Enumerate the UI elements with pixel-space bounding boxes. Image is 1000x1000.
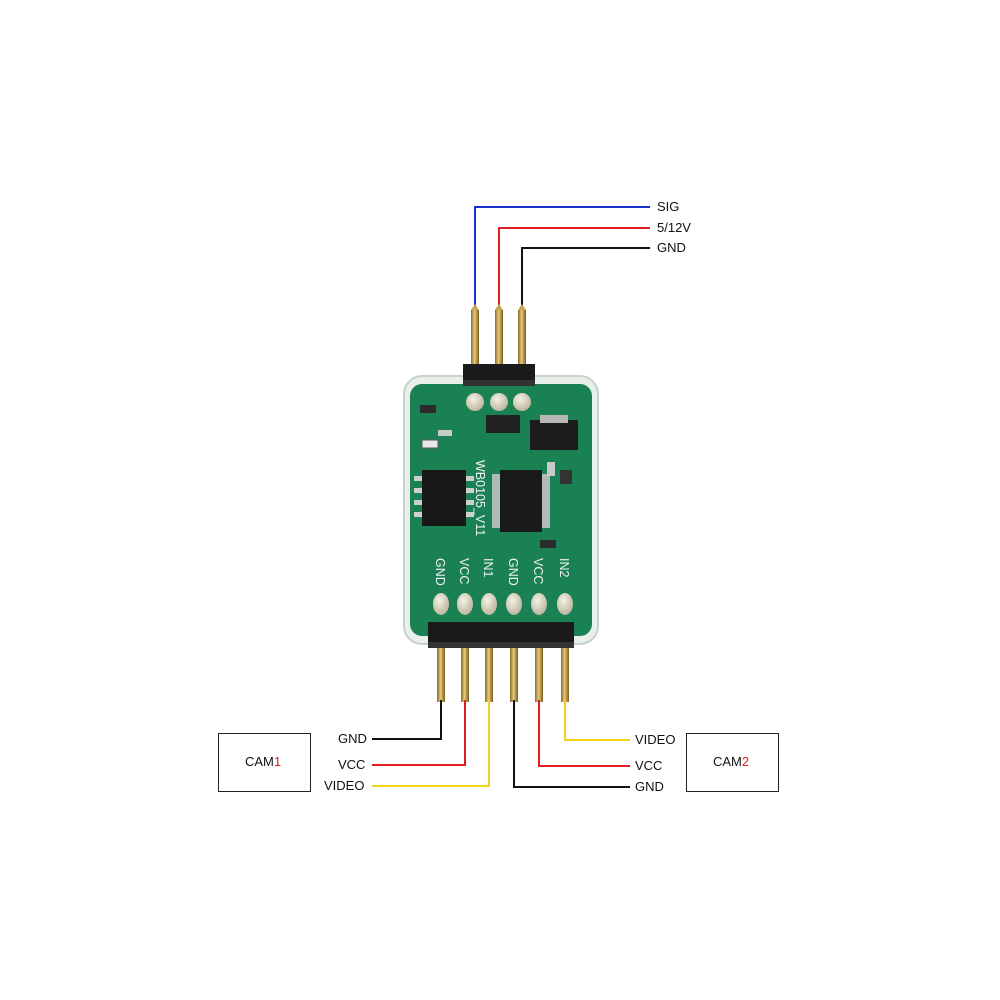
ground-wire <box>521 247 650 318</box>
cam1-gnd-label: GND <box>338 731 367 746</box>
cam1-wires <box>372 700 490 787</box>
right-chip <box>492 470 550 532</box>
smd-part <box>420 405 436 413</box>
left-chip <box>414 470 474 526</box>
cam1-gnd-wire <box>372 700 442 740</box>
board-marking: WB0105_V11 <box>473 460 487 536</box>
cam2-video-label: VIDEO <box>635 732 676 747</box>
bottom-pin-6 <box>561 648 569 702</box>
smd-diode <box>486 415 520 433</box>
cam1-box: CAM1 <box>218 733 311 792</box>
top-pad-2 <box>490 393 508 411</box>
pad-label-2: VCC <box>457 558 471 584</box>
cam1-title: CAM1 <box>245 754 281 770</box>
cam1-video-label: VIDEO <box>324 778 365 793</box>
bottom-pad-4 <box>506 593 522 615</box>
sig-wire <box>474 206 650 318</box>
cam1-title-prefix: CAM <box>245 754 274 769</box>
cam1-video-wire <box>372 700 490 787</box>
cam2-title-prefix: CAM <box>713 754 742 769</box>
bottom-pin-5 <box>535 648 543 702</box>
top-pad-3 <box>513 393 531 411</box>
bottom-pad-3 <box>481 593 497 615</box>
ground-label: GND <box>657 240 686 255</box>
pad-labels: GND VCC IN1 GND VCC IN2 <box>433 558 571 586</box>
pad-label-6: IN2 <box>557 558 571 578</box>
cam2-box: CAM2 <box>686 733 779 792</box>
cam2-wires <box>513 700 630 788</box>
bottom-pins <box>437 648 569 702</box>
sig-label: SIG <box>657 199 680 214</box>
pcb-module: WB0105_V11 GND VCC IN1 GND VCC IN2 <box>403 364 599 648</box>
smd-part-3 <box>540 540 556 548</box>
power-label: 5/12V <box>657 220 691 235</box>
cam2-gnd-wire <box>513 700 630 788</box>
voltage-regulator <box>530 420 578 450</box>
bottom-header-housing-edge <box>428 642 574 648</box>
top-pin-3 <box>518 310 526 372</box>
top-wires <box>474 206 650 318</box>
smd-resistor <box>547 462 555 476</box>
smd-cap-2 <box>438 430 452 436</box>
cam2-vcc-label: VCC <box>635 758 663 773</box>
pad-label-3: IN1 <box>481 558 495 578</box>
bottom-pad-1 <box>433 593 449 615</box>
bottom-pads <box>433 593 573 615</box>
pad-label-4: GND <box>506 558 520 586</box>
regulator-tab <box>540 415 568 423</box>
cam2-title-number: 2 <box>741 754 750 769</box>
cam2-title: CAM2 <box>713 754 749 770</box>
bottom-pad-2 <box>457 593 473 615</box>
power-wire <box>498 227 650 318</box>
top-header-housing-edge <box>463 380 535 386</box>
cam2-gnd-label: GND <box>635 779 664 794</box>
bottom-pin-3 <box>485 648 493 702</box>
top-pin-2 <box>495 310 503 372</box>
pad-label-1: GND <box>433 558 447 586</box>
top-header <box>471 304 526 372</box>
bottom-pin-4 <box>510 648 518 702</box>
cam1-vcc-label: VCC <box>338 757 366 772</box>
top-pin-tips <box>471 304 526 310</box>
pad-label-5: VCC <box>531 558 545 584</box>
bottom-pin-1 <box>437 648 445 702</box>
top-pin-1 <box>471 310 479 372</box>
smd-cap <box>560 470 572 484</box>
bottom-pin-2 <box>461 648 469 702</box>
bottom-pad-6 <box>557 593 573 615</box>
bottom-pad-5 <box>531 593 547 615</box>
top-pad-1 <box>466 393 484 411</box>
smd-led <box>421 439 439 449</box>
cam2-vcc-wire <box>538 700 630 767</box>
cam1-vcc-wire <box>372 700 466 766</box>
top-header-housing <box>463 364 535 384</box>
cam2-video-wire <box>564 700 630 741</box>
cam1-title-number: 1 <box>273 754 282 769</box>
